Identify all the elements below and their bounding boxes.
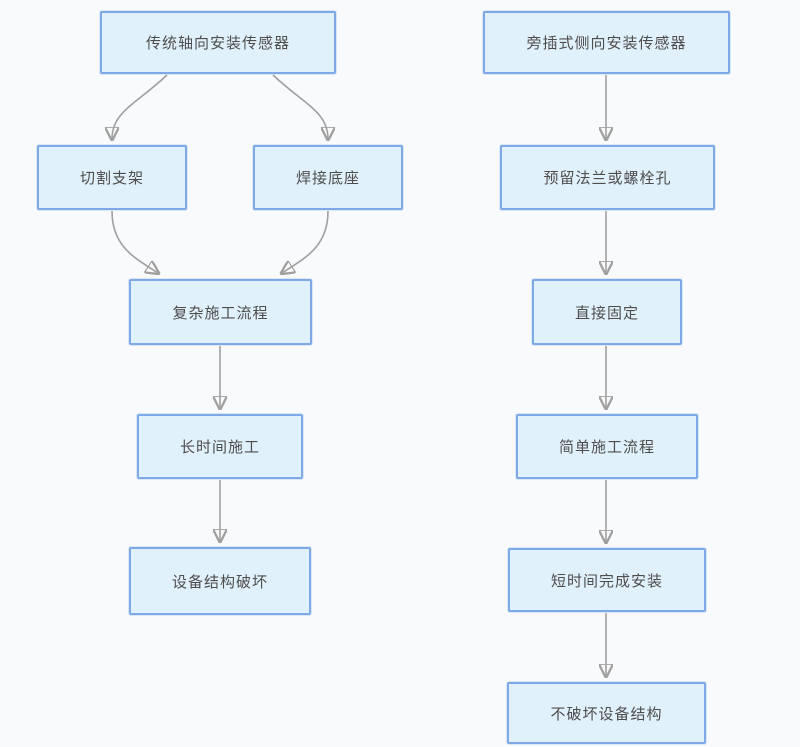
node-no-damage-to-equipment-structure[interactable]: 不破坏设备结构 [507,682,706,744]
node-label: 不破坏设备结构 [550,705,663,723]
node-weld-base[interactable]: 焊接底座 [253,145,403,210]
node-label: 简单施工流程 [558,439,655,456]
node-direct-fixing[interactable]: 直接固定 [532,279,682,345]
node-cut-bracket[interactable]: 切割支架 [37,145,187,210]
node-side-insert-lateral-sensor[interactable]: 旁插式侧向安装传感器 [483,11,730,74]
edge-l1-l2 [112,74,168,139]
node-complex-construction-process[interactable]: 复杂施工流程 [129,279,312,345]
node-label: 预留法兰或螺栓孔 [543,170,672,187]
edge-l3-l4 [282,210,329,273]
edge-l2-l4 [111,210,158,273]
node-install-completed-quickly[interactable]: 短时间完成安装 [508,548,706,612]
node-label: 传统轴向安装传感器 [145,35,290,52]
node-label: 设备结构破坏 [171,573,268,591]
node-label: 旁插式侧向安装传感器 [526,35,687,52]
node-label: 切割支架 [79,170,144,187]
node-traditional-axial-sensor[interactable]: 传统轴向安装传感器 [100,11,336,74]
node-label: 短时间完成安装 [550,572,663,590]
node-label: 直接固定 [574,304,639,322]
node-reserved-flange-or-bolt-holes[interactable]: 预留法兰或螺栓孔 [500,145,715,210]
node-label: 复杂施工流程 [172,304,269,322]
node-equipment-structure-damage[interactable]: 设备结构破坏 [129,547,311,615]
edge-l1-l3 [272,74,328,139]
node-label: 长时间施工 [179,439,260,456]
node-simple-construction-process[interactable]: 简单施工流程 [516,414,698,479]
node-long-construction-time[interactable]: 长时间施工 [137,414,303,479]
node-label: 焊接底座 [295,170,360,187]
